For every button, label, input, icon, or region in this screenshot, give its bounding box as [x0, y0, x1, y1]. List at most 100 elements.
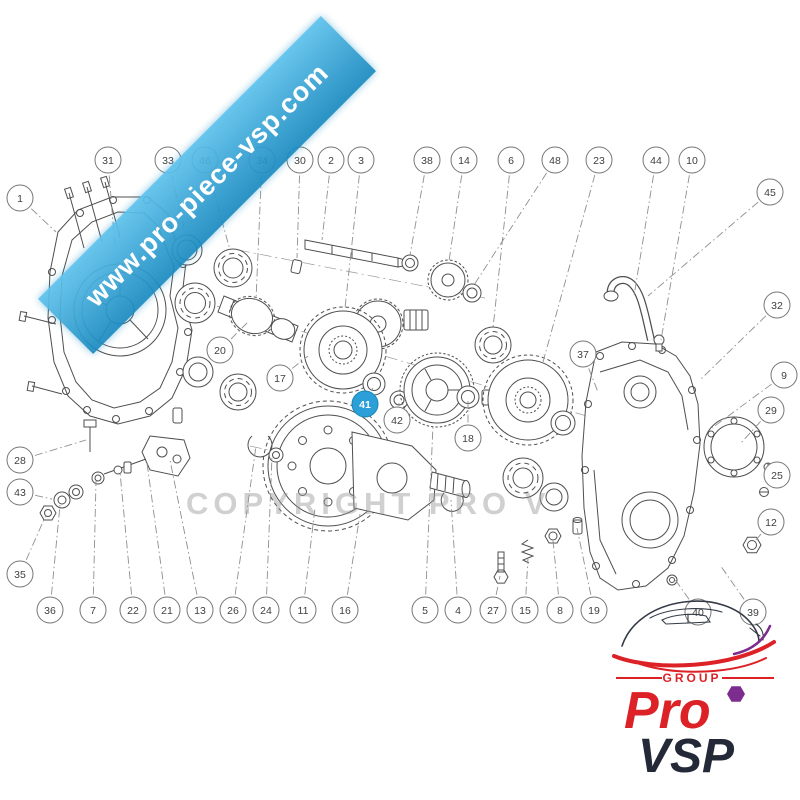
part-number-balloon[interactable]	[6, 478, 34, 506]
callout-10[interactable]: 10	[660, 146, 706, 341]
callout-21[interactable]: 21	[146, 462, 181, 624]
callout-29[interactable]: 29	[739, 396, 785, 445]
part-number-balloon[interactable]	[413, 146, 441, 174]
part-number-balloon[interactable]	[770, 361, 798, 389]
part-number-balloon[interactable]	[317, 146, 345, 174]
callout-15[interactable]: 15	[511, 557, 539, 624]
callout-32[interactable]: 32	[699, 291, 791, 381]
callout-36[interactable]: 36	[36, 504, 64, 624]
part-number-label: 24	[260, 605, 272, 617]
logo-brand-pro: Pro	[624, 682, 711, 740]
callout-40[interactable]: 40	[673, 577, 712, 626]
callout-35[interactable]: 35	[6, 514, 47, 588]
part-number-balloon[interactable]	[756, 178, 784, 206]
part-number-balloon[interactable]	[678, 146, 706, 174]
callout-18[interactable]: 18	[454, 401, 482, 452]
logo-hexagon-icon	[727, 686, 745, 702]
callout-43[interactable]: 43	[6, 478, 53, 506]
part-number-balloon[interactable]	[206, 336, 234, 364]
part-number-label: 33	[162, 155, 174, 167]
callout-3[interactable]: 3	[344, 146, 375, 309]
callout-2[interactable]: 2	[317, 146, 345, 241]
part-number-balloon[interactable]	[541, 146, 569, 174]
part-number-balloon[interactable]	[569, 340, 597, 368]
part-number-balloon[interactable]	[479, 596, 507, 624]
callout-6[interactable]: 6	[492, 146, 525, 329]
part-number-balloon[interactable]	[94, 146, 122, 174]
logo-group-label: GROUP	[662, 671, 721, 685]
part-number-balloon[interactable]	[351, 390, 379, 418]
callout-26[interactable]: 26	[219, 445, 257, 624]
callout-23[interactable]: 23	[542, 146, 613, 363]
part-number-balloon[interactable]	[6, 560, 34, 588]
callout-13[interactable]: 13	[169, 459, 214, 624]
part-number-balloon[interactable]	[119, 596, 147, 624]
part-number-balloon[interactable]	[383, 406, 411, 434]
callout-20[interactable]: 20	[206, 322, 248, 364]
callout-25[interactable]: 25	[763, 461, 791, 489]
part-number-balloon[interactable]	[331, 596, 359, 624]
part-number-balloon[interactable]	[36, 596, 64, 624]
synchro-hub-assembly	[399, 352, 494, 428]
callout-28[interactable]: 28	[6, 439, 87, 474]
part-number-label: 29	[765, 405, 777, 417]
part-number-balloon[interactable]	[289, 596, 317, 624]
callout-27[interactable]: 27	[479, 575, 507, 624]
callout-8[interactable]: 8	[546, 540, 574, 624]
part-number-balloon[interactable]	[511, 596, 539, 624]
callout-11[interactable]: 11	[289, 507, 317, 624]
part-number-balloon[interactable]	[546, 596, 574, 624]
part-number-balloon[interactable]	[450, 146, 478, 174]
part-number-balloon[interactable]	[186, 596, 214, 624]
callout-45[interactable]: 45	[647, 178, 784, 297]
part-number-balloon[interactable]	[454, 424, 482, 452]
part-number-balloon[interactable]	[763, 291, 791, 319]
callout-48[interactable]: 48	[473, 146, 569, 286]
callout-44[interactable]: 44	[633, 146, 670, 297]
part-number-label: 27	[487, 605, 499, 617]
part-number-balloon[interactable]	[585, 146, 613, 174]
part-number-label: 12	[765, 517, 777, 529]
part-number-balloon[interactable]	[252, 596, 280, 624]
part-number-label: 31	[102, 155, 114, 167]
callout-42[interactable]: 42	[383, 402, 411, 434]
part-number-balloon[interactable]	[153, 596, 181, 624]
callout-5[interactable]: 5	[411, 424, 439, 624]
part-number-balloon[interactable]	[266, 364, 294, 392]
part-number-label: 43	[14, 487, 26, 499]
part-number-balloon[interactable]	[444, 596, 472, 624]
part-number-label: 6	[508, 155, 514, 167]
part-number-balloon[interactable]	[497, 146, 525, 174]
roller-pin	[290, 259, 303, 275]
part-number-label: 26	[227, 605, 239, 617]
callout-37[interactable]: 37	[569, 340, 599, 393]
part-number-balloon[interactable]	[757, 508, 785, 536]
callout-17[interactable]: 17	[266, 355, 309, 392]
callout-19[interactable]: 19	[576, 527, 608, 624]
part-number-balloon[interactable]	[757, 396, 785, 424]
part-number-balloon[interactable]	[580, 596, 608, 624]
callout-16[interactable]: 16	[331, 513, 361, 624]
callout-38[interactable]: 38	[409, 146, 441, 256]
circlip	[247, 435, 273, 458]
part-number-balloon[interactable]	[411, 596, 439, 624]
leader-line	[321, 159, 332, 241]
part-number-balloon[interactable]	[684, 598, 712, 626]
callout-14[interactable]: 14	[448, 146, 478, 262]
part-number-balloon[interactable]	[642, 146, 670, 174]
callout-9[interactable]: 9	[711, 361, 798, 429]
part-number-label: 4	[455, 605, 461, 617]
callout-1[interactable]: 1	[6, 184, 57, 233]
part-number-balloon[interactable]	[6, 184, 34, 212]
part-number-balloon[interactable]	[219, 596, 247, 624]
callout-22[interactable]: 22	[119, 471, 147, 624]
part-number-balloon[interactable]	[6, 446, 34, 474]
part-number-balloon[interactable]	[79, 596, 107, 624]
callout-4[interactable]: 4	[444, 499, 472, 624]
part-number-balloon[interactable]	[763, 461, 791, 489]
callout-7[interactable]: 7	[79, 480, 107, 624]
part-number-balloon[interactable]	[347, 146, 375, 174]
callout-24[interactable]: 24	[252, 455, 280, 624]
callout-12[interactable]: 12	[755, 508, 785, 541]
callout-41[interactable]: 41	[351, 387, 379, 418]
